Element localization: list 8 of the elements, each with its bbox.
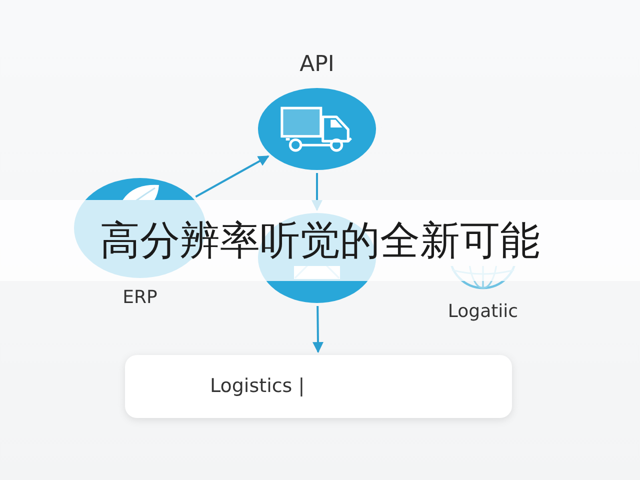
arrow: [195, 155, 270, 198]
process-box: [125, 355, 512, 418]
node-label: Logatiic: [448, 301, 518, 323]
node-label: Logistics |: [210, 375, 305, 398]
banner-text: 高分辨率听觉的全新可能: [100, 218, 540, 264]
arrow: [312, 306, 324, 354]
node-label: ERP: [122, 287, 158, 309]
node-label: API: [300, 52, 334, 78]
